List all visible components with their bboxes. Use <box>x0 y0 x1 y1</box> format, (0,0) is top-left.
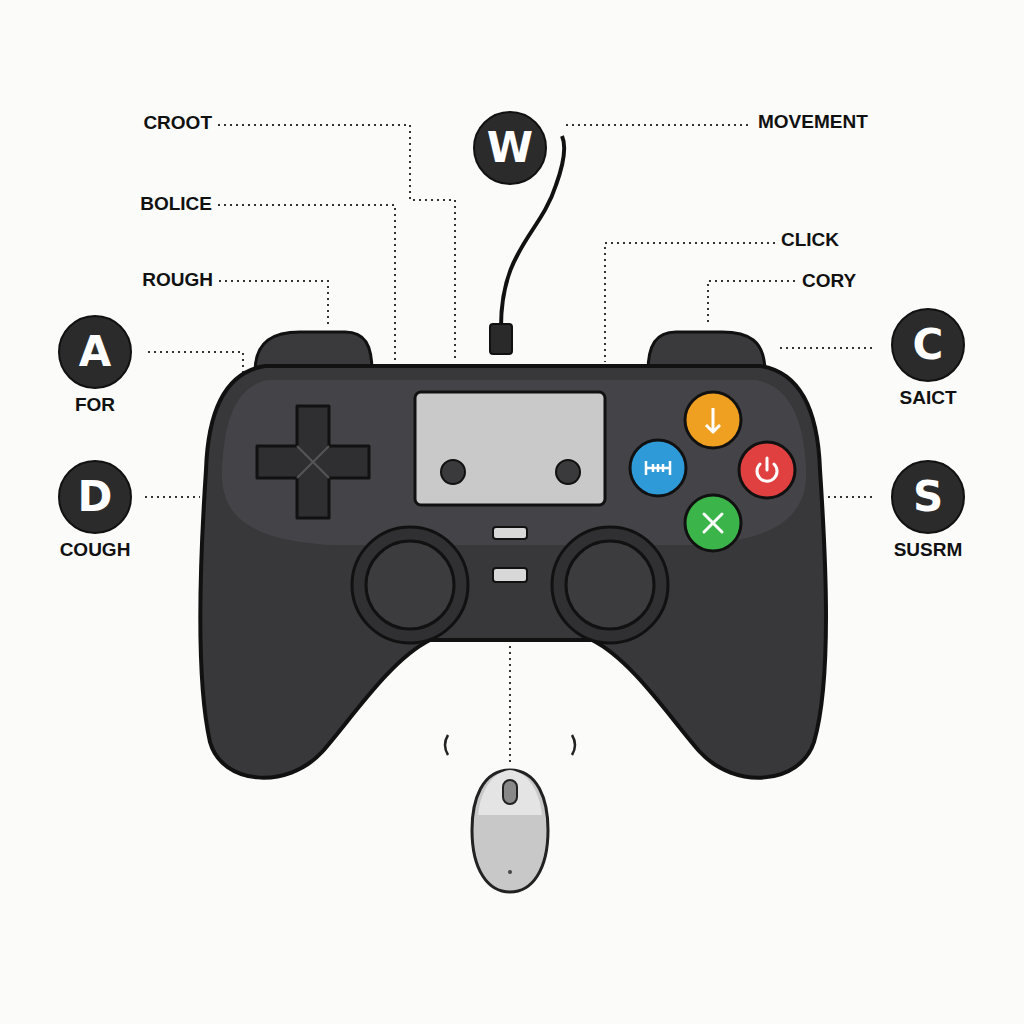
key-badge: C SAICT <box>890 307 966 409</box>
leader-line <box>145 496 200 498</box>
key-circle: D <box>57 459 133 535</box>
screen-dot <box>556 460 580 484</box>
key-letter: A <box>57 314 133 390</box>
controller-body <box>201 366 827 778</box>
key-caption: SAICT <box>900 388 957 409</box>
start-button <box>493 568 527 582</box>
part-label: CROOT <box>143 113 212 134</box>
key-circle: C <box>890 307 966 383</box>
part-label: MOVEMENT <box>758 112 868 133</box>
key-badge: W <box>472 110 548 186</box>
d-pad <box>257 406 369 518</box>
key-badge: S SUSRM <box>890 459 967 561</box>
leader-line <box>218 125 455 362</box>
button-symbol <box>706 408 720 432</box>
part-label: CLICK <box>781 230 839 251</box>
mouse-wheel <box>503 780 517 804</box>
face-button <box>739 442 795 498</box>
stick-ring <box>352 527 468 643</box>
key-caption: FOR <box>75 395 115 416</box>
key-letter: W <box>472 110 548 186</box>
key-caption: COUGH <box>60 540 131 561</box>
leader-line <box>148 352 243 375</box>
stick-ring <box>552 527 668 643</box>
part-label: CORY <box>802 271 856 292</box>
cable-plug <box>490 324 512 354</box>
touch-screen <box>415 392 605 505</box>
left-stick <box>366 541 454 629</box>
key-caption: SUSRM <box>894 540 963 561</box>
key-letter: C <box>890 307 966 383</box>
leader-line <box>566 124 750 126</box>
button-symbol <box>646 461 670 475</box>
d-pad-bevel <box>297 446 329 478</box>
leader-line <box>828 496 875 498</box>
key-letter: D <box>57 459 133 535</box>
key-badge: A FOR <box>57 314 133 416</box>
leader-line <box>219 281 328 328</box>
button-symbol <box>704 514 722 532</box>
key-circle: W <box>472 110 548 186</box>
right-stick <box>566 541 654 629</box>
vibration-mark <box>445 735 575 755</box>
key-circle: A <box>57 314 133 390</box>
leader-line <box>780 347 875 349</box>
face-button <box>685 392 741 448</box>
button-symbol <box>757 458 777 481</box>
face-button <box>685 495 741 551</box>
leader-line <box>708 281 795 325</box>
key-letter: S <box>890 459 966 535</box>
face-button <box>630 440 686 496</box>
key-badge: D COUGH <box>56 459 135 561</box>
screen-dot <box>441 460 465 484</box>
select-button <box>493 527 527 539</box>
leader-line <box>509 640 511 765</box>
mouse-body <box>472 770 548 892</box>
mouse-highlight <box>478 770 542 815</box>
part-label: BOLICE <box>140 194 212 215</box>
part-label: ROUGH <box>142 270 213 291</box>
key-circle: S <box>890 459 966 535</box>
mouse-dot <box>508 870 512 874</box>
